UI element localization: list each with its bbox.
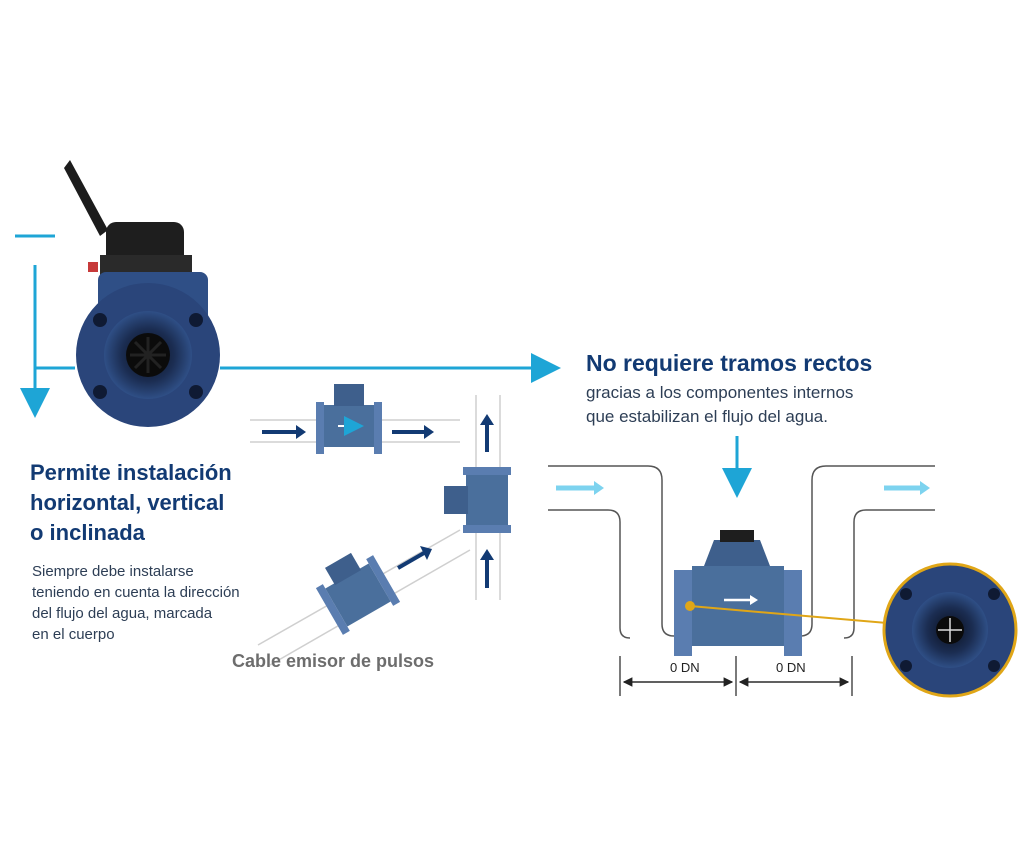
left-description-line: Siempre debe instalarse xyxy=(32,563,194,580)
left-description-line: teniendo en cuenta la dirección xyxy=(32,584,240,601)
vertical-meter-icon xyxy=(444,395,511,600)
right-description: gracias a los componentes internos que e… xyxy=(586,381,946,429)
dimension-label-left: 0 DN xyxy=(670,660,700,675)
zoom-circle-icon xyxy=(882,562,1018,698)
left-title: Permite instalación horizontal, vertical… xyxy=(30,458,290,548)
right-description-line: gracias a los componentes internos xyxy=(586,383,854,402)
inclined-meter-icon xyxy=(257,529,471,666)
light-flow-arrowhead-left xyxy=(594,481,604,495)
installed-meter-icon xyxy=(674,530,802,656)
horizontal-meter-icon xyxy=(250,384,460,454)
left-title-line: Permite instalación xyxy=(30,460,232,485)
dimension-label-right: 0 DN xyxy=(776,660,806,675)
right-title: No requiere tramos rectos xyxy=(586,350,873,376)
left-title-line: horizontal, vertical xyxy=(30,490,225,515)
water-meter-photo-icon xyxy=(64,160,220,427)
leader-dot xyxy=(685,601,695,611)
zoom-leader-line xyxy=(689,605,899,625)
left-description: Siempre debe instalarse teniendo en cuen… xyxy=(32,561,292,645)
left-description-line: en el cuerpo xyxy=(32,626,115,643)
cable-label: Cable emisor de pulsos xyxy=(232,651,435,671)
right-description-line: que estabilizan el flujo del agua. xyxy=(586,407,828,426)
left-title-line: o inclinada xyxy=(30,520,145,545)
pipe-outline-icon xyxy=(548,465,935,639)
light-flow-arrowhead-right xyxy=(920,481,930,495)
dimension-lines xyxy=(619,656,853,696)
left-description-line: del flujo del agua, marcada xyxy=(32,605,213,622)
